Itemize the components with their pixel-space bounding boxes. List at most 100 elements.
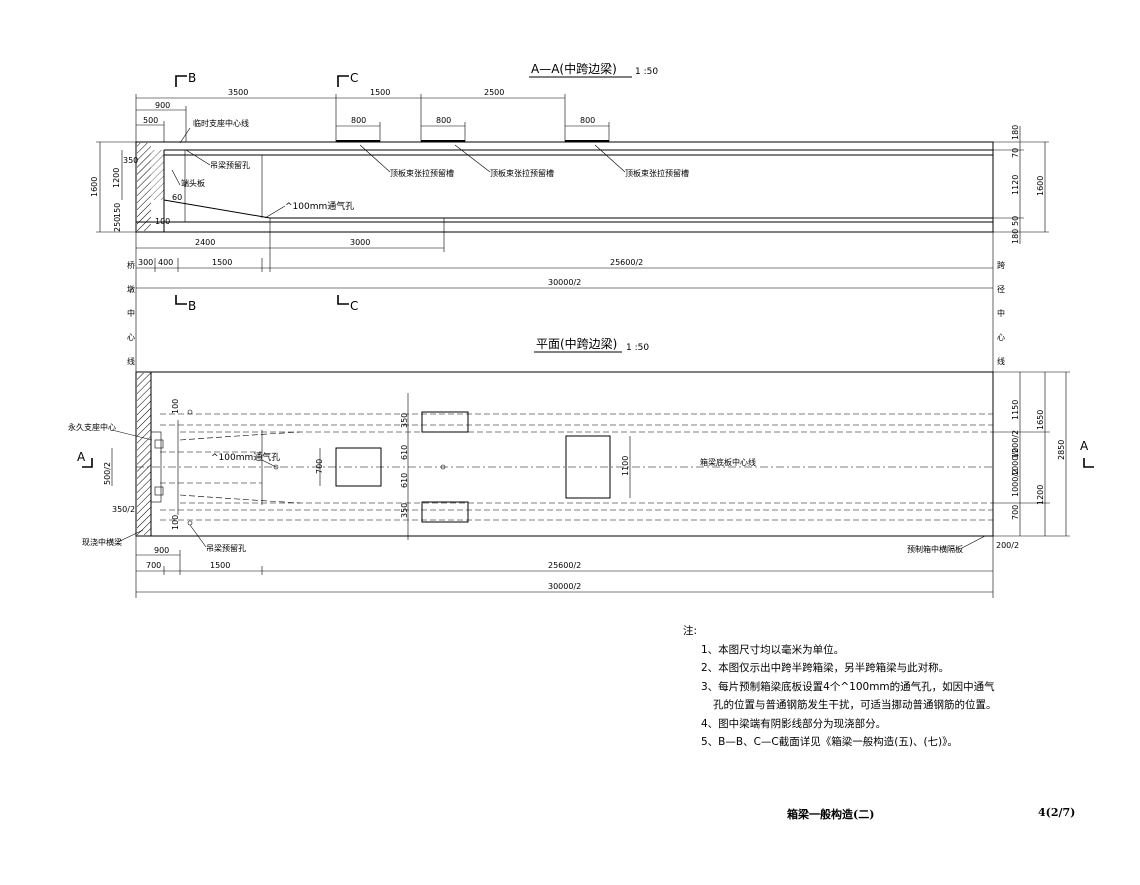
- dim-3500: 3500: [228, 88, 248, 97]
- dim-1500-bot: 1500: [212, 258, 232, 267]
- dim-3000: 3000: [350, 238, 370, 247]
- dim-right-700: 700: [1011, 505, 1020, 520]
- label-temp-support: 临时支座中心线: [193, 118, 249, 128]
- dim-1500-plan: 1500: [210, 561, 230, 570]
- dim-right-70: 70: [1011, 148, 1020, 158]
- dim-500: 500: [143, 116, 158, 125]
- label-cast-beam: 现浇中横梁: [82, 537, 122, 547]
- note-item-5: 5、B—B、C—C截面详见《箱梁一般构造(五)、(七)》。: [701, 736, 958, 748]
- svg-text:心: 心: [127, 333, 135, 342]
- dim-inner-610a: 610: [400, 445, 409, 460]
- dim-left-1200: 1200: [112, 168, 121, 188]
- elevation-title: A—A(中跨边梁): [531, 61, 617, 76]
- dim-right-1650: 1650: [1036, 410, 1045, 430]
- label-hanging-hole-elev: 吊梁预留孔: [210, 160, 250, 170]
- sheet-number: 4(2/7): [1038, 806, 1076, 819]
- dim-box-1100: 1100: [621, 456, 630, 476]
- plan-title: 平面(中跨边梁): [536, 336, 617, 351]
- svg-text:径: 径: [997, 284, 1005, 294]
- dim-900-plan: 900: [154, 546, 169, 555]
- dim-left-350-2: 350/2: [112, 505, 135, 514]
- svg-text:心: 心: [997, 333, 1005, 342]
- dim-box-350a: 350: [400, 413, 409, 428]
- label-slot-1: 顶板束张拉预留槽: [390, 168, 454, 178]
- dim-200-2: 200/2: [996, 541, 1019, 550]
- note-item-4: 4、图中梁端有阴影线部分为现浇部分。: [701, 717, 887, 730]
- dim-left-1600: 1600: [90, 177, 99, 197]
- dim-right-180a: 180: [1011, 125, 1020, 140]
- dim-box-350b: 350: [400, 503, 409, 518]
- notes-heading: 注:: [683, 625, 698, 637]
- elevation-view: A—A(中跨边梁) 1 :50 B C 3500 1500 2500 900 5…: [90, 61, 1049, 372]
- pier-centerline-label: 桥 墩 中 心 线: [127, 260, 135, 366]
- section-label-c-bot: C: [350, 299, 358, 313]
- section-label-a-left: A: [77, 450, 86, 464]
- section-mark-b-bot: [175, 295, 187, 305]
- label-perm-support: 永久支座中心: [68, 422, 116, 432]
- slot-box-bottom: [421, 501, 469, 523]
- drawing-name: 箱梁一般构造(二): [787, 808, 875, 821]
- section-label-a-right: A: [1080, 439, 1089, 453]
- section-mark-c-top: [337, 75, 349, 87]
- slot-box-top: [421, 411, 469, 433]
- dim-right-180b: 180: [1011, 229, 1020, 244]
- dim-30000-elev: 30000/2: [548, 278, 581, 287]
- svg-text:中: 中: [127, 308, 135, 318]
- dim-left-250: 250: [113, 217, 122, 232]
- svg-text:线: 线: [997, 356, 1005, 366]
- dim-300: 300: [138, 258, 153, 267]
- dim-400: 400: [158, 258, 173, 267]
- dim-left-500-2: 500/2: [103, 462, 112, 485]
- dim-right-1200: 1200: [1036, 485, 1045, 505]
- dim-right-50: 50: [1011, 216, 1020, 226]
- dim-right-1120: 1120: [1011, 175, 1020, 195]
- elevation-scale: 1 :50: [635, 67, 658, 77]
- label-centerline: 箱梁底板中心线: [700, 457, 756, 467]
- dim-inner-60: 60: [172, 193, 182, 202]
- label-hanging-hole-plan: 吊梁预留孔: [206, 543, 246, 553]
- dim-700-plan: 700: [146, 561, 161, 570]
- plan-cast-end-hatch: [137, 373, 151, 535]
- notes-block: 注: 1、本图尺寸均以毫米为单位。 2、本图仅示出中跨半跨箱梁，另半跨箱梁与此对…: [683, 622, 1123, 752]
- plan-outline: [135, 371, 994, 537]
- dim-1500-top: 1500: [370, 88, 390, 97]
- dim-25600-elev: 25600/2: [610, 258, 643, 267]
- section-label-b-bot: B: [188, 299, 196, 313]
- note-item-3-cont: 孔的位置与普通钢筋发生干扰，可适当挪动普通钢筋的位置。: [713, 699, 997, 711]
- dim-inner-100: 100: [155, 217, 170, 226]
- section-label-c-top: C: [350, 71, 358, 85]
- dim-left-100a: 100: [171, 399, 180, 414]
- dim-25600-plan: 25600/2: [548, 561, 581, 570]
- dim-800-b: 800: [436, 116, 451, 125]
- dim-left-150: 150: [113, 203, 122, 218]
- note-item-1: 1、本图尺寸均以毫米为单位。: [701, 643, 845, 656]
- svg-text:墩: 墩: [127, 284, 135, 294]
- dim-800-c: 800: [580, 116, 595, 125]
- dim-right-1000-2c: 1000/2: [1011, 469, 1020, 497]
- dim-left-350: 350: [123, 156, 138, 165]
- dim-2400: 2400: [195, 238, 215, 247]
- label-slot-3: 顶板束张拉预留槽: [625, 168, 689, 178]
- label-pre-beam: 预制箱中横隔板: [907, 544, 963, 554]
- svg-text:中: 中: [997, 308, 1005, 318]
- span-centerline-label: 跨 径 中 心 线: [997, 261, 1005, 366]
- label-vent-elev: ^100mm通气孔: [285, 200, 354, 212]
- dim-right-1600: 1600: [1036, 176, 1045, 196]
- dim-900-top: 900: [155, 101, 170, 110]
- plan-view: 平面(中跨边梁) 1 :50: [68, 336, 1094, 598]
- note-item-2: 2、本图仅示出中跨半跨箱梁，另半跨箱梁与此对称。: [701, 662, 950, 674]
- svg-text:桥: 桥: [127, 260, 135, 270]
- dim-800-a: 800: [351, 116, 366, 125]
- note-item-3: 3、每片预制箱梁底板设置4个^100mm的通气孔，如因中通气: [701, 680, 995, 693]
- label-slot-2: 顶板束张拉预留槽: [490, 168, 554, 178]
- elevation-cast-end-hatch: [137, 143, 151, 231]
- dim-left-100b: 100: [171, 515, 180, 530]
- plan-scale: 1 :50: [626, 343, 649, 353]
- dim-right-2850: 2850: [1057, 440, 1066, 460]
- label-vent-plan: ^100mm通气孔: [211, 451, 280, 463]
- svg-text:线: 线: [127, 356, 135, 366]
- vent-box: [335, 447, 382, 487]
- section-label-b-top: B: [188, 71, 196, 85]
- dim-right-1000-2a: 1000/2: [1011, 430, 1020, 458]
